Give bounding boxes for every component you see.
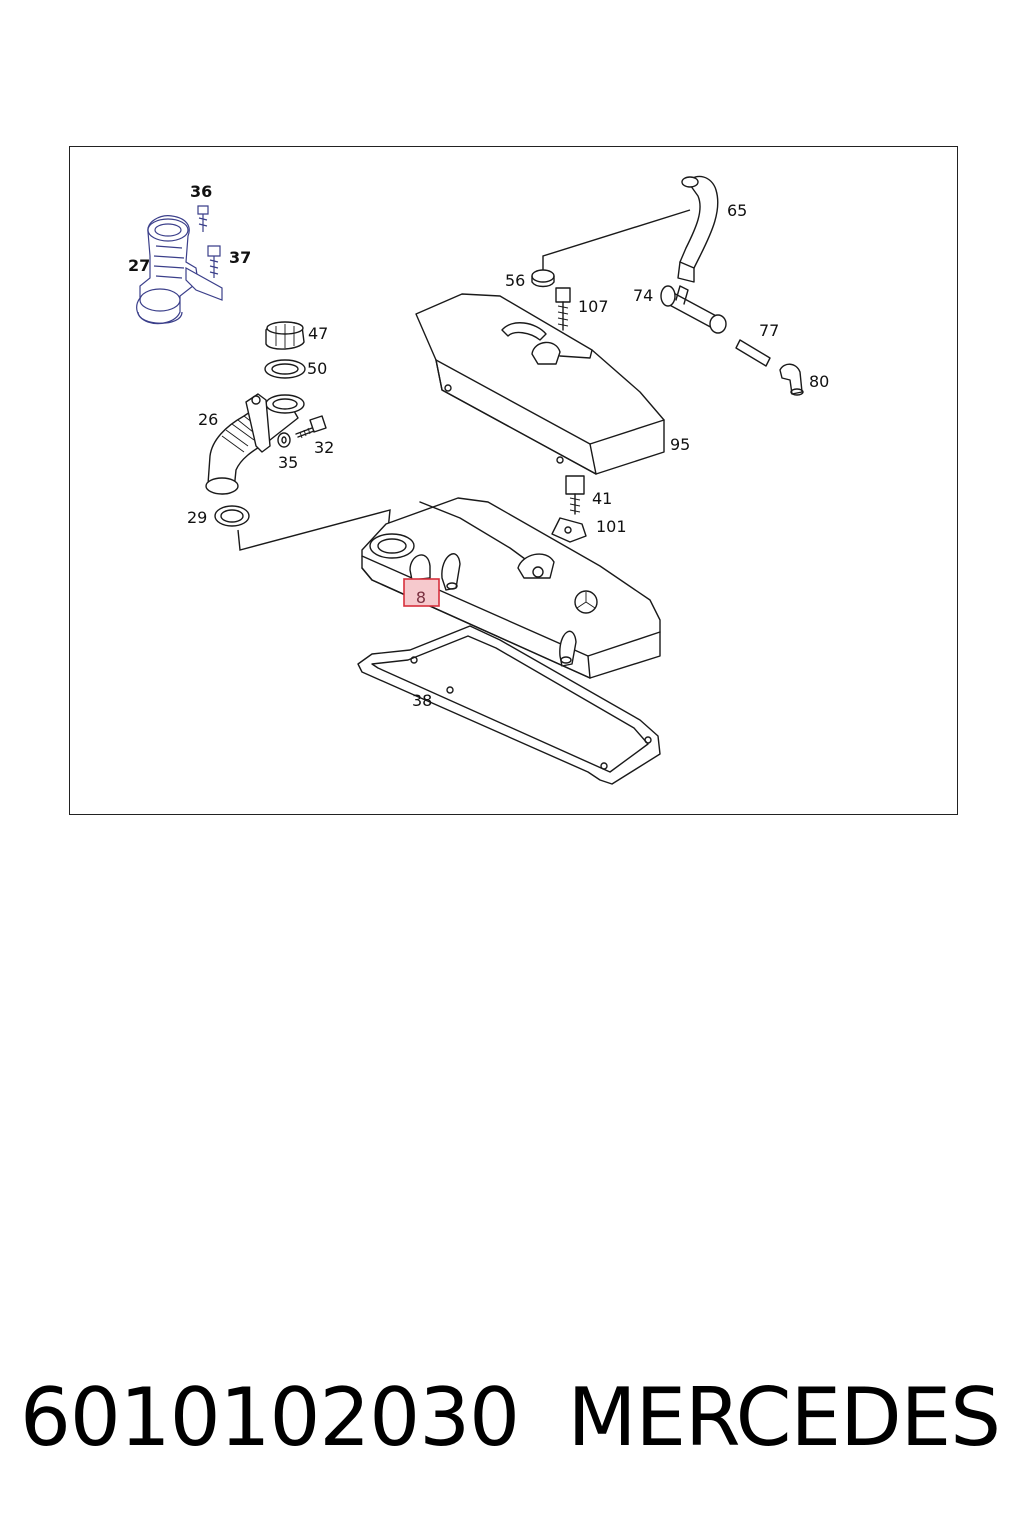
callout-35: 35 [278, 453, 298, 472]
part-80-elbow [779, 363, 804, 396]
part-50-seal-ring [264, 359, 306, 379]
callout-107: 107 [578, 297, 609, 316]
callout-65: 65 [727, 201, 747, 220]
callout-41: 41 [592, 489, 612, 508]
callout-77: 77 [759, 321, 779, 340]
callout-36: 36 [190, 182, 212, 201]
callout-37: 37 [229, 248, 251, 267]
part-95-upper-cover [415, 293, 665, 475]
part-32-bolt [295, 415, 327, 439]
callout-8: 8 [416, 588, 426, 607]
part-101-plate [551, 517, 587, 543]
part-26-filler-neck [205, 393, 305, 495]
callout-50: 50 [307, 359, 327, 378]
callout-80: 80 [809, 372, 829, 391]
leader-56-to-65 [542, 209, 691, 270]
oil-filler-neck-inset [136, 205, 223, 325]
callout-74: 74 [633, 286, 653, 305]
part-56-grommet [531, 269, 555, 288]
part-35-washer [277, 432, 291, 448]
callout-95: 95 [670, 435, 690, 454]
callout-56: 56 [505, 271, 525, 290]
callout-26: 26 [198, 410, 218, 429]
callout-29: 29 [187, 508, 207, 527]
part-74-connector [660, 285, 727, 334]
callout-38: 38 [412, 691, 432, 710]
brand-name: MERCEDES [567, 1371, 1001, 1464]
part-65-hose [677, 175, 719, 283]
callout-47: 47 [308, 324, 328, 343]
part-41-stud-bolt [565, 475, 585, 515]
part-38-gasket [357, 625, 661, 785]
part-107-screw [555, 287, 571, 331]
part-47-cap [265, 321, 305, 350]
callout-27: 27 [128, 256, 150, 275]
part-29-gasket-ring [214, 505, 250, 527]
leader-29-to-cover [237, 509, 391, 551]
callout-101: 101 [596, 517, 627, 536]
part-8-highlight-box [403, 578, 440, 607]
footer-row: 6010102030 MERCEDES [0, 1368, 1024, 1468]
part-number: 6010102030 [20, 1371, 520, 1464]
part-77-pipe [735, 339, 771, 367]
callout-32: 32 [314, 438, 334, 457]
part-8-cylinder-head-cover [361, 497, 661, 679]
